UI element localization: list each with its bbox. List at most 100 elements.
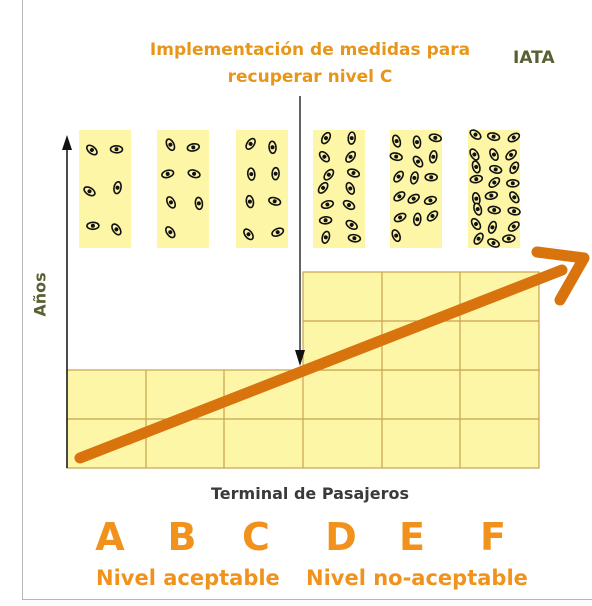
level-letter-a: A <box>95 515 125 559</box>
person-icon <box>194 196 204 211</box>
measure-arrow <box>295 96 305 366</box>
person-icon <box>469 148 480 161</box>
person-icon <box>507 132 521 143</box>
person-icon <box>321 230 331 244</box>
person-icon <box>271 227 285 237</box>
person-icon <box>393 191 406 202</box>
person-icon <box>424 172 439 182</box>
person-icon <box>318 215 333 225</box>
person-icon <box>165 226 176 239</box>
person-icon <box>187 169 201 179</box>
person-icon <box>407 193 420 204</box>
title-line-2: recuperar nivel C <box>227 67 393 87</box>
trend-arrow <box>74 246 590 464</box>
person-icon <box>505 149 517 161</box>
person-icon <box>412 155 424 168</box>
person-icon <box>268 140 277 155</box>
person-icon <box>391 134 402 148</box>
person-icon <box>109 144 124 154</box>
title-line-1: Implementación de medidas para <box>149 40 471 60</box>
person-icon <box>487 205 501 215</box>
arrow-down-icon <box>295 350 305 366</box>
person-icon <box>113 180 122 195</box>
lower-grid <box>66 369 540 469</box>
person-icon <box>428 150 438 164</box>
person-icon <box>489 148 499 162</box>
person-icon <box>161 169 175 179</box>
person-icon <box>509 161 520 175</box>
crowd-panel-c <box>236 130 288 248</box>
person-icon <box>488 177 501 188</box>
level-letter-b: B <box>167 515 197 559</box>
y-axis <box>62 135 72 468</box>
person-icon <box>243 228 254 241</box>
person-icon <box>165 196 177 209</box>
person-icon <box>469 174 484 184</box>
person-icon <box>487 238 500 248</box>
x-axis-label: Terminal de Pasajeros <box>211 484 409 503</box>
person-icon <box>391 229 401 243</box>
crowd-panel-f <box>468 129 521 248</box>
y-axis-label: Años <box>30 272 50 317</box>
person-icon <box>505 179 520 188</box>
person-icon <box>342 199 356 211</box>
person-icon <box>271 166 280 181</box>
diagram-title: Implementación de medidas para recuperar… <box>100 37 520 91</box>
person-icon <box>165 138 176 152</box>
person-icon <box>320 131 332 145</box>
level-letter-e: E <box>399 515 425 559</box>
person-icon <box>412 212 422 227</box>
frame-bottom-border <box>22 599 592 600</box>
source-label: IATA <box>513 48 555 68</box>
crowd-panels <box>79 129 521 248</box>
person-icon <box>502 234 516 243</box>
person-icon <box>412 135 422 149</box>
person-icon <box>346 168 361 178</box>
frame-left-border <box>22 0 23 600</box>
person-icon <box>393 170 405 183</box>
person-icon <box>347 233 362 243</box>
person-icon <box>345 181 356 195</box>
person-icon <box>347 131 357 145</box>
person-icon <box>111 223 122 236</box>
person-icon <box>409 171 419 185</box>
person-icon <box>345 219 358 231</box>
person-icon <box>186 142 201 152</box>
person-icon <box>318 150 331 163</box>
person-icon <box>473 202 483 216</box>
person-icon <box>246 167 256 181</box>
person-icon <box>471 160 481 174</box>
crowd-panel-a <box>79 130 131 248</box>
person-icon <box>83 186 96 197</box>
person-icon <box>245 194 255 209</box>
level-letter-d: D <box>325 515 357 559</box>
person-icon <box>323 168 335 181</box>
person-icon <box>320 199 335 210</box>
person-icon <box>428 133 442 143</box>
person-icon <box>268 196 282 206</box>
person-icon <box>423 195 438 206</box>
person-icon <box>345 150 357 163</box>
trend-arrowhead-icon <box>531 246 590 306</box>
person-icon <box>473 232 484 245</box>
crowd-panel-b <box>157 130 209 248</box>
person-icon <box>489 164 503 174</box>
person-icon <box>86 144 98 156</box>
person-icon <box>426 210 439 222</box>
person-icon <box>469 129 482 140</box>
person-icon <box>470 217 482 231</box>
person-icon <box>317 181 329 194</box>
person-icon <box>487 220 498 234</box>
crowd-panel-d <box>313 130 365 248</box>
person-icon <box>245 137 256 150</box>
person-icon <box>484 191 499 201</box>
level-letter-c: C <box>242 515 270 559</box>
person-icon <box>507 206 521 216</box>
person-icon <box>486 132 501 142</box>
acceptable-label: Nivel aceptable <box>96 566 280 590</box>
y-axis-arrowhead-icon <box>62 135 72 150</box>
crowd-panel-e <box>389 130 442 248</box>
person-icon <box>507 221 520 232</box>
person-icon <box>389 152 403 162</box>
